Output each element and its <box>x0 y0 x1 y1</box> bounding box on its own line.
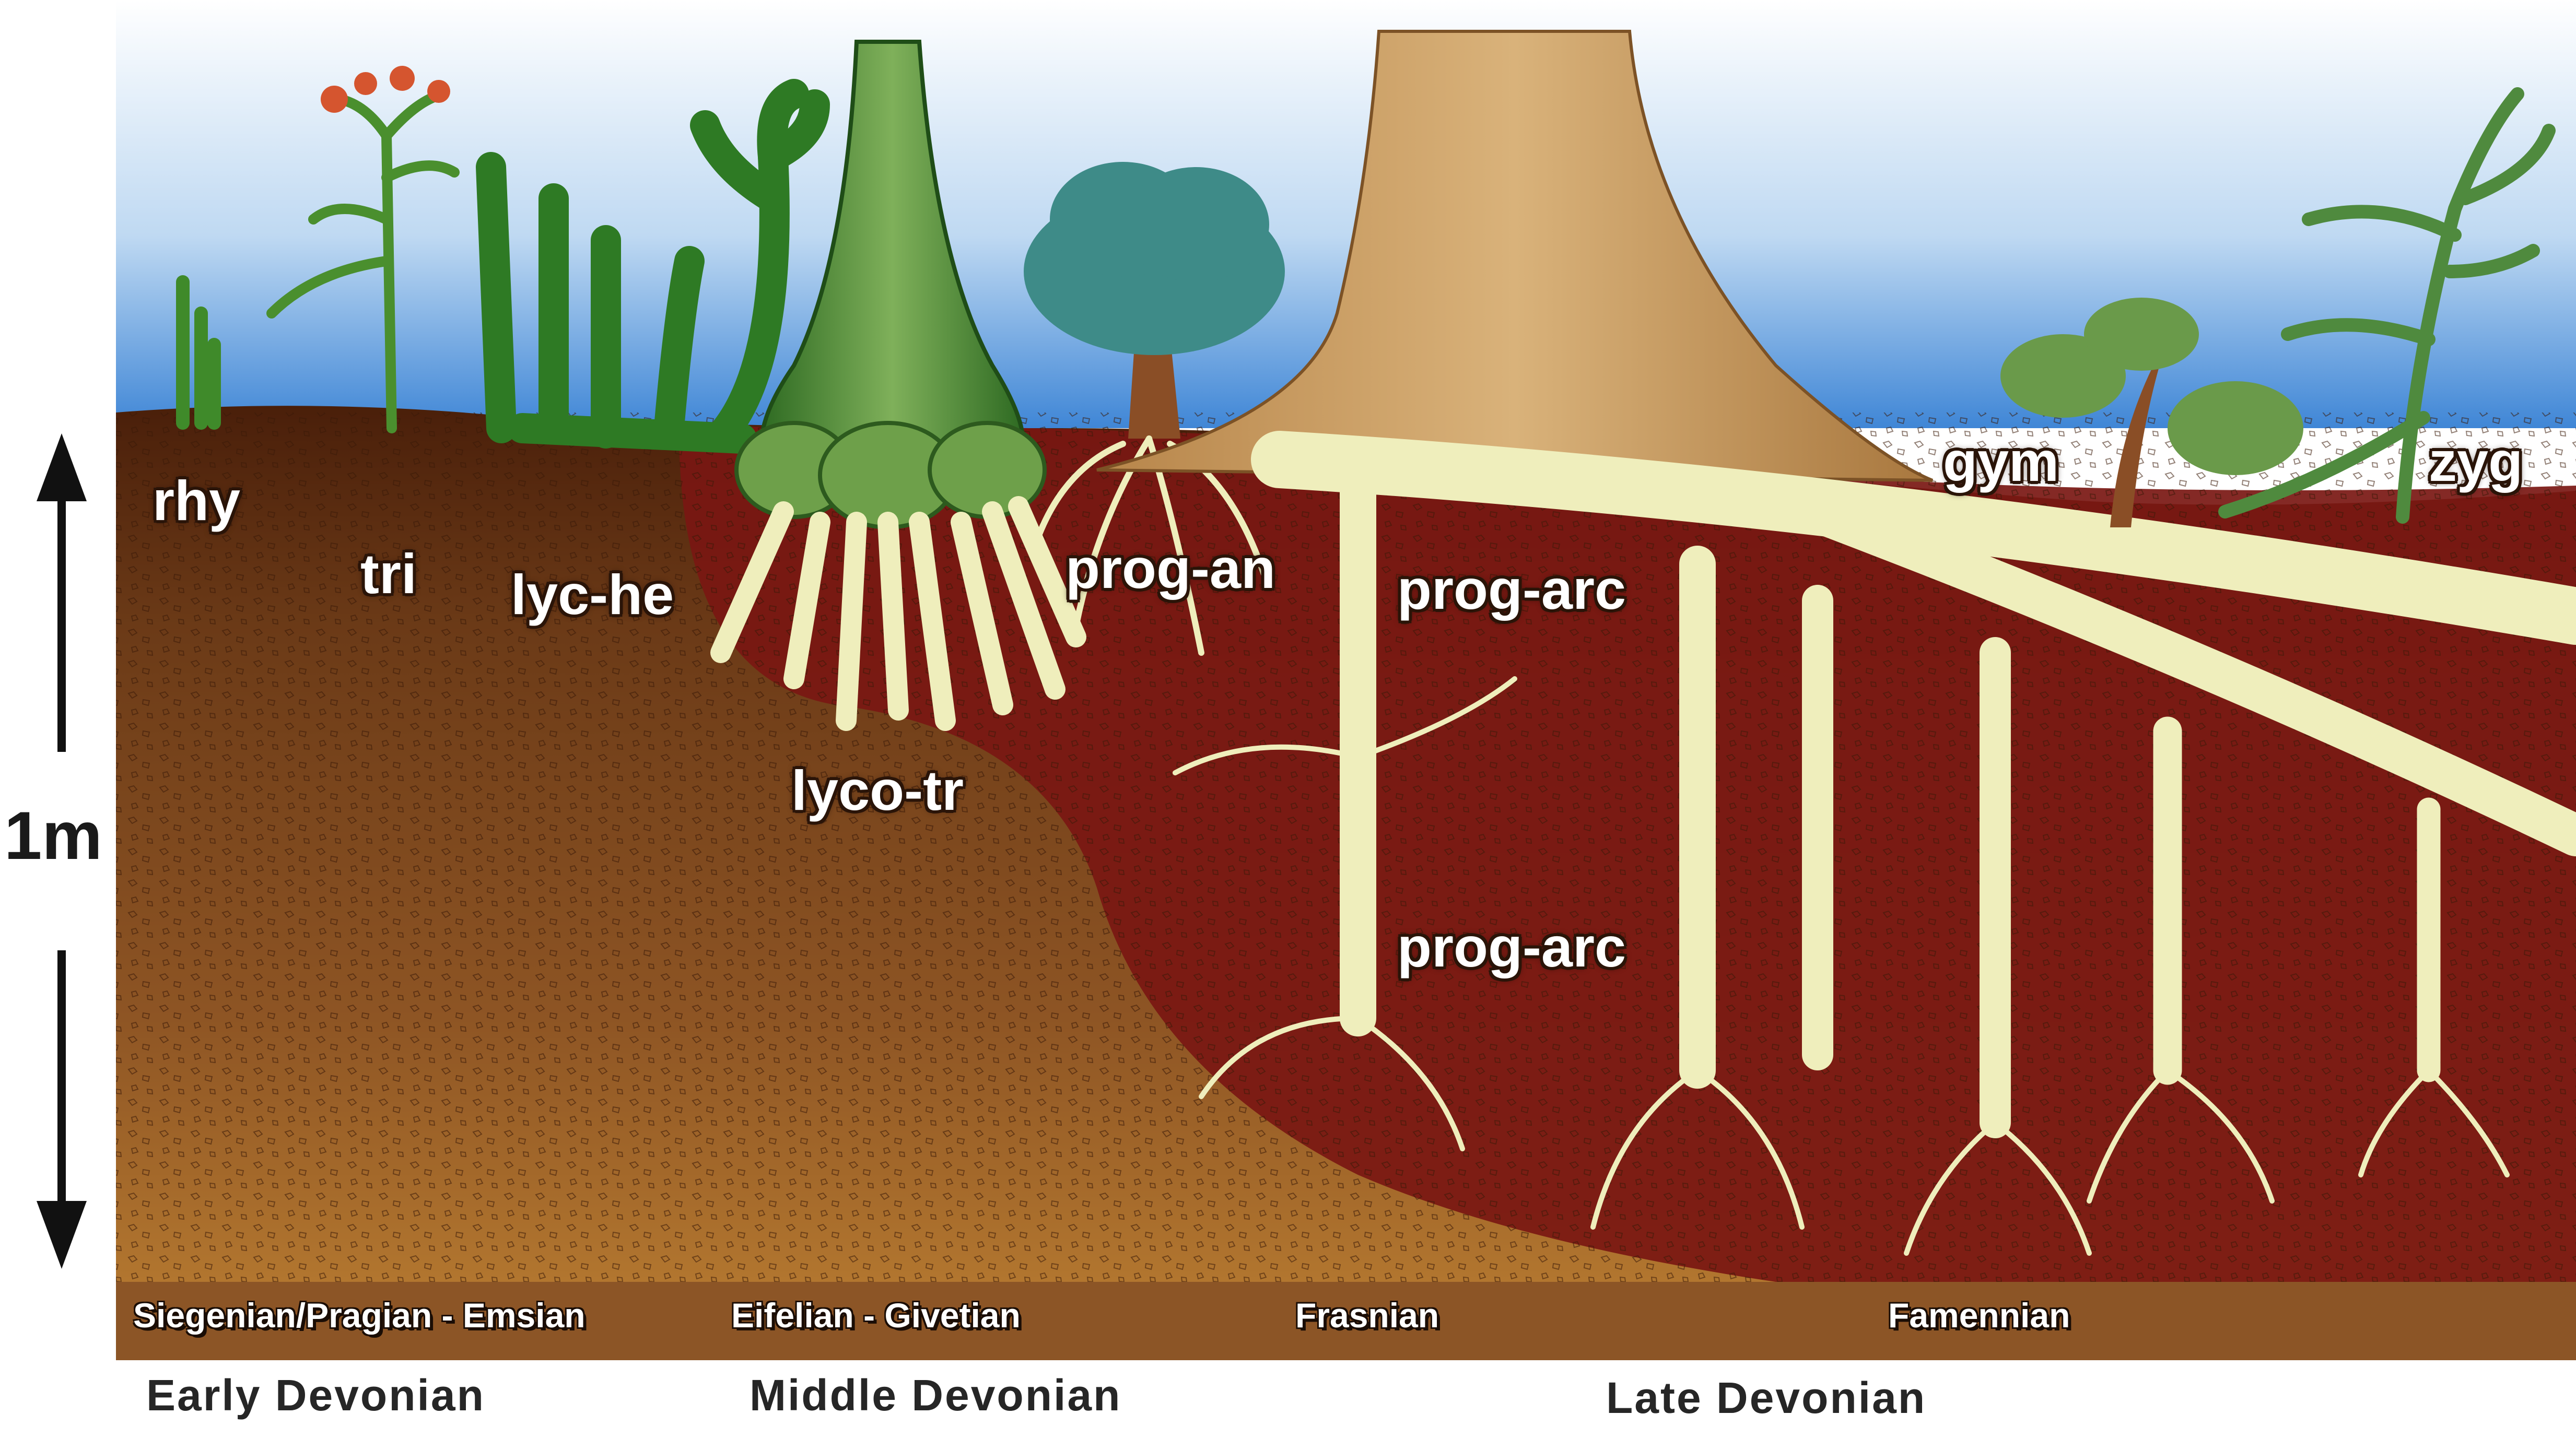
label-prog-arc-upper: prog-arc <box>1397 558 1626 621</box>
label-zyg: zyg <box>2429 430 2523 493</box>
lyco-tr-roots <box>710 496 1086 731</box>
stage-frasnian: Frasnian <box>1295 1296 1439 1335</box>
period-middle: Middle Devonian <box>750 1371 1122 1420</box>
scale-arrow-head-up <box>37 433 87 501</box>
stage-early: Siegenian/Pragian - Emsian <box>133 1296 586 1335</box>
gym-trunk <box>2110 339 2168 527</box>
label-gym: gym <box>1943 430 2059 493</box>
lyc-he-plant <box>476 79 830 454</box>
period-late: Late Devonian <box>1606 1373 1927 1422</box>
tri-plant <box>266 89 460 433</box>
label-prog-an: prog-an <box>1065 537 1275 600</box>
label-lyco-tr: lyco-tr <box>791 759 964 822</box>
prog-arc-roots <box>1251 431 2576 1138</box>
prog-arc-trunk <box>1096 30 1934 482</box>
fine-roots <box>1173 676 2510 1256</box>
label-prog-arc-lower: prog-arc <box>1397 915 1626 979</box>
stage-famennian: Famennian <box>1888 1296 2070 1335</box>
tri-flower <box>321 66 450 113</box>
zyg-plant <box>2218 87 2556 524</box>
scale-arrow-head-down <box>37 1201 87 1269</box>
stage-middle: Eifelian - Givetian <box>731 1296 1021 1335</box>
label-tri: tri <box>360 542 417 605</box>
prog-an-crown <box>1024 162 1285 355</box>
stage-band <box>116 1282 2576 1360</box>
gym-crown <box>2000 298 2303 475</box>
scale-label: 1m <box>4 797 102 874</box>
lyco-tr-base <box>734 421 1047 529</box>
label-lyc-he: lyc-he <box>511 563 674 626</box>
rhy-plant <box>176 275 221 430</box>
label-rhy: rhy <box>153 469 241 532</box>
period-early: Early Devonian <box>146 1371 485 1420</box>
